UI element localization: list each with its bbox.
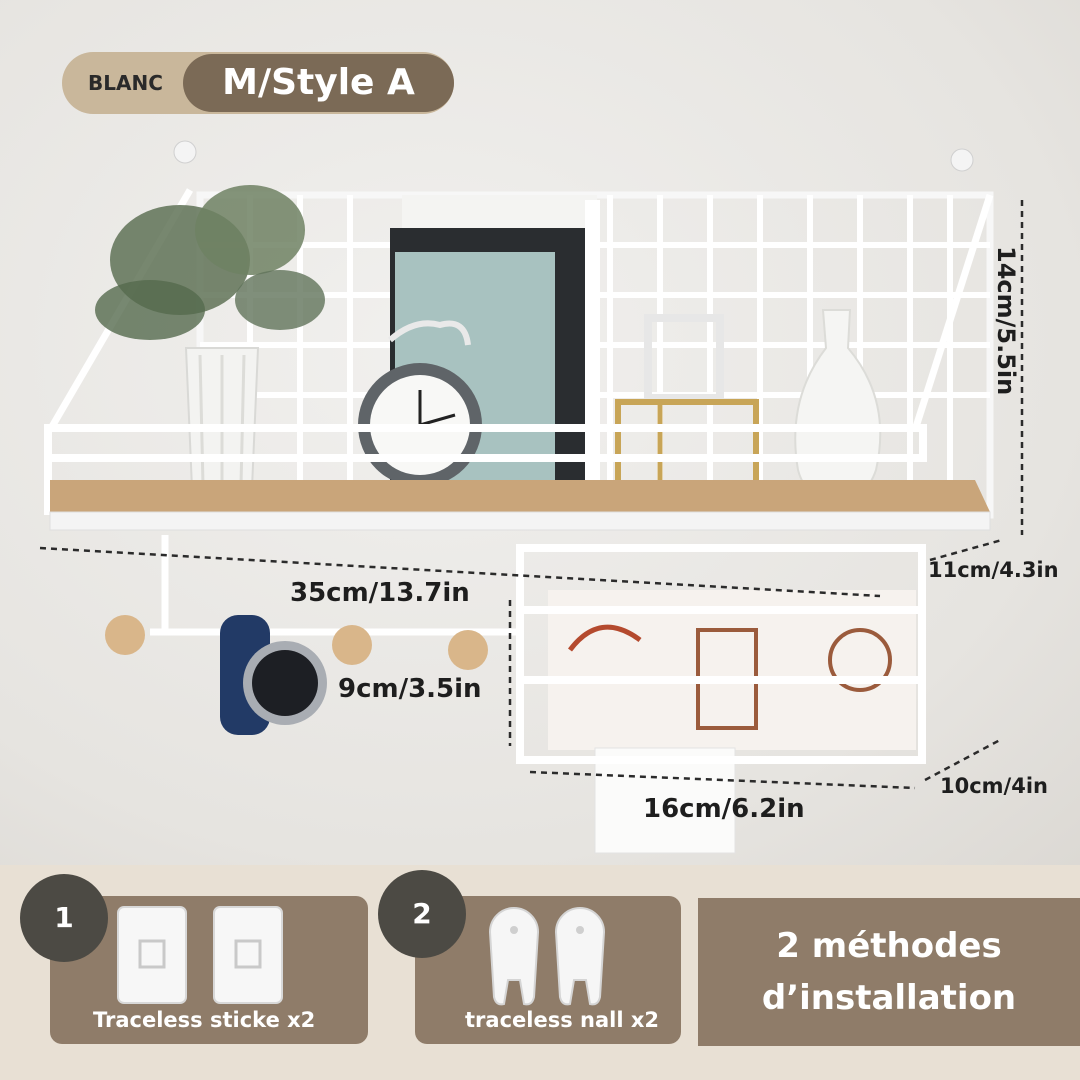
wall-hooks-icon <box>488 907 606 1006</box>
sticker-pads-icon <box>117 906 283 1004</box>
method-2-label: traceless nall x2 <box>465 1008 659 1032</box>
method-1-badge: 1 <box>20 874 108 962</box>
potted-plant <box>95 185 325 489</box>
wrist-watch <box>220 615 327 735</box>
dimension-hook-height: 9cm/3.5in <box>338 674 482 704</box>
dimension-box-width: 16cm/6.2in <box>643 794 805 824</box>
installation-methods-text: 2 méthodes d’installation <box>761 926 1017 1018</box>
dimension-box-depth: 10cm/4in <box>940 774 1048 798</box>
shelf-illustration <box>39 140 1024 854</box>
dimension-depth-top: 11cm/4.3in <box>928 558 1059 582</box>
dimension-width-total: 35cm/13.7in <box>290 578 470 608</box>
method-1-label: Traceless sticke x2 <box>93 1008 316 1032</box>
method-2-badge: 2 <box>378 870 466 958</box>
product-scene: BLANC M/Style A 14cm/5.5in 35cm/13.7in 1… <box>0 0 1080 865</box>
variant-color-label: BLANC <box>88 71 163 95</box>
tissue-holder <box>516 544 926 854</box>
wood-shelf <box>49 480 991 531</box>
dimension-height: 14cm/5.5in <box>992 246 1020 396</box>
variant-style-label: M/Style A <box>183 54 454 112</box>
installation-info-panel: 2 méthodes d’installation <box>698 898 1080 1046</box>
dimension-lines <box>39 200 1024 790</box>
